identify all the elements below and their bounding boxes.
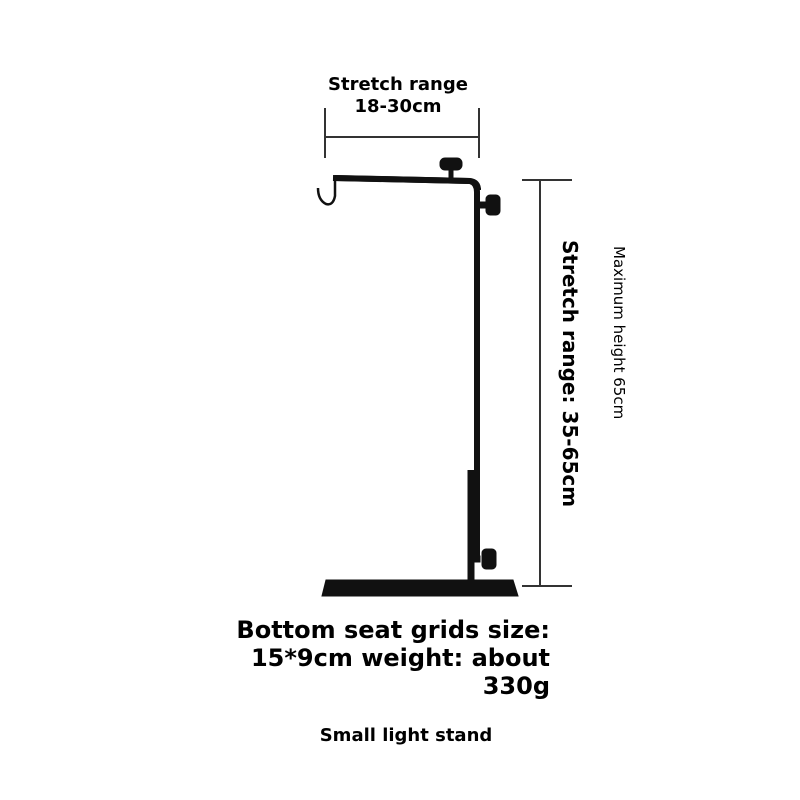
base-spec-text: Bottom seat grids size: 15*9cm weight: a… — [230, 616, 550, 700]
horizontal-stretch-label: Stretch range 18-30cm — [300, 74, 496, 118]
base-spec-line-3: 330g — [482, 672, 550, 700]
vertical-dimension-line — [522, 179, 572, 587]
horizontal-dimension-line — [324, 108, 480, 158]
base-spec-line-1: Bottom seat grids size: — [236, 616, 550, 644]
vertical-stretch-label: Stretch range: 35-65cm — [558, 240, 582, 508]
horizontal-stretch-title: Stretch range — [328, 74, 468, 95]
stand-body — [316, 157, 519, 597]
horizontal-stretch-range: 18-30cm — [354, 96, 442, 117]
maximum-height-label: Maximum height 65cm — [610, 246, 628, 420]
caption: Small light stand — [319, 725, 493, 746]
base-spec-line-2: 15*9cm weight: about — [250, 644, 550, 672]
